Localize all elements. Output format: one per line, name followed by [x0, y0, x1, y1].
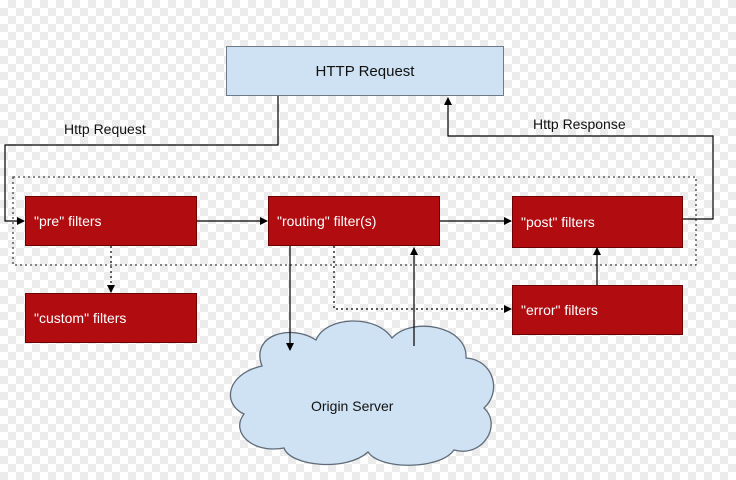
error-filters-node: "error" filters [512, 285, 683, 335]
edge-http-response [444, 97, 714, 220]
http-request-edge-label: Http Request [64, 121, 146, 137]
post-filters-node: "post" filters [512, 196, 683, 248]
origin-server-label: Origin Server [311, 398, 394, 414]
edge-http-request [4, 96, 279, 225]
custom-filters-node: "custom" filters [25, 293, 197, 343]
routing-filters-node: "routing" filter(s) [268, 196, 440, 246]
origin-server-cloud [229, 320, 495, 466]
post-filters-label: "post" filters [521, 214, 595, 230]
routing-filters-label: "routing" filter(s) [277, 213, 377, 229]
edge-routing-to-error [333, 246, 512, 313]
http-response-edge-label: Http Response [533, 116, 626, 132]
pre-filters-node: "pre" filters [25, 196, 197, 246]
http-request-label: HTTP Request [315, 62, 415, 80]
error-filters-label: "error" filters [521, 302, 598, 318]
pre-filters-label: "pre" filters [34, 213, 102, 229]
http-request-node: HTTP Request [226, 46, 504, 96]
filter-group-border [12, 176, 697, 266]
custom-filters-label: "custom" filters [34, 310, 127, 326]
